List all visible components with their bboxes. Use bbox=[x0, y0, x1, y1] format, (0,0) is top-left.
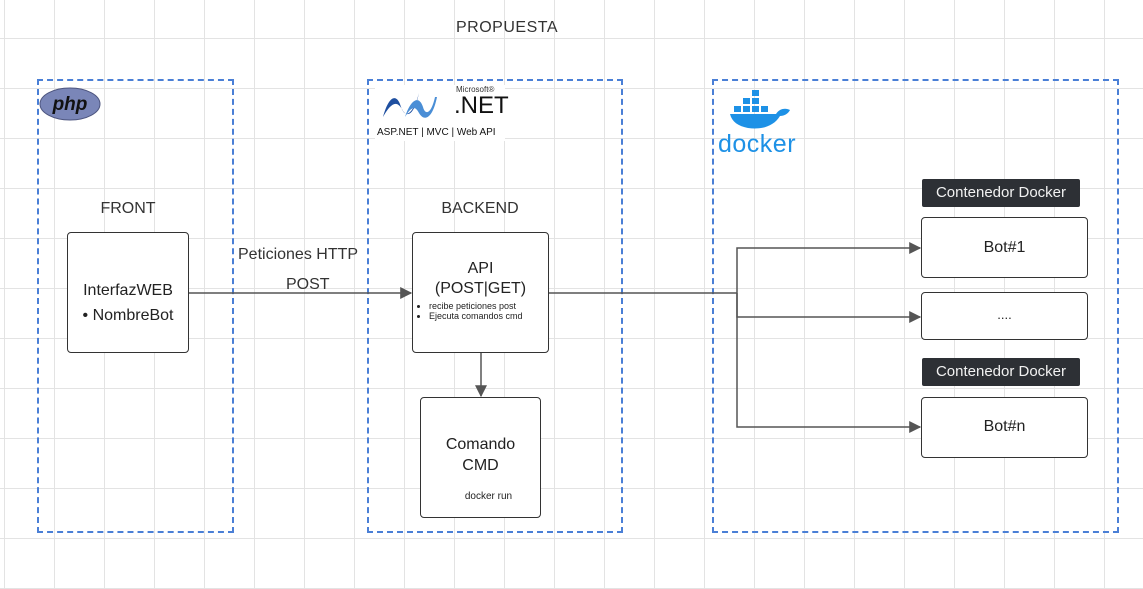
bullet-dot: • bbox=[82, 307, 93, 324]
api-title-line2: (POST|GET) bbox=[434, 280, 527, 297]
api-bullet-item: Ejecuta comandos cmd bbox=[429, 311, 523, 321]
cmd-detail: docker run bbox=[464, 491, 513, 502]
cmd-title-line2: CMD bbox=[462, 457, 499, 474]
api-bullet-item: recibe peticiones post bbox=[429, 301, 523, 311]
bot-1-box: Bot#1 bbox=[921, 217, 1088, 278]
php-logo-text: php bbox=[52, 94, 88, 115]
diagram-title: PROPUESTA bbox=[456, 19, 558, 36]
api-bullets: recibe peticiones post Ejecuta comandos … bbox=[415, 301, 523, 321]
interfaz-web-box: InterfazWEB • NombreBot bbox=[67, 232, 189, 353]
backend-region bbox=[367, 79, 623, 533]
bot-n-label: Bot#n bbox=[983, 418, 1026, 435]
interfaz-web-bullet: NombreBot bbox=[92, 307, 174, 324]
http-method-label: POST bbox=[286, 276, 330, 293]
docker-logo-text: docker bbox=[718, 130, 797, 158]
api-title-line1: API bbox=[467, 260, 494, 277]
container-tag-2: Contenedor Docker bbox=[922, 358, 1080, 386]
backend-heading: BACKEND bbox=[441, 200, 519, 217]
interfaz-web-bullet-row: • NombreBot bbox=[68, 307, 188, 325]
api-box: API (POST|GET) recibe peticiones post Ej… bbox=[412, 232, 549, 353]
to-botn-arrow bbox=[736, 293, 922, 433]
php-logo: php bbox=[39, 87, 101, 121]
interfaz-web-title: InterfazWEB bbox=[83, 282, 173, 299]
dotnet-logo: Microsoft® .NET ASP.NET | MVC | Web API bbox=[375, 85, 509, 141]
cmd-box: Comando CMD docker run bbox=[420, 397, 541, 518]
docker-logo: docker bbox=[718, 88, 798, 158]
container-tag-1: Contenedor Docker bbox=[922, 179, 1080, 207]
front-heading: FRONT bbox=[100, 200, 156, 217]
bot-1-label: Bot#1 bbox=[983, 239, 1026, 256]
front-region bbox=[37, 79, 234, 533]
dotnet-logo-brand-small: Microsoft® bbox=[456, 85, 495, 94]
bot-n-box: Bot#n bbox=[921, 397, 1088, 458]
to-bot1-arrow bbox=[736, 242, 922, 293]
to-botmid-arrow bbox=[736, 293, 922, 323]
docker-region bbox=[712, 79, 1119, 533]
dotnet-logo-caption: ASP.NET | MVC | Web API bbox=[377, 127, 496, 138]
cmd-title-line1: Comando bbox=[445, 436, 516, 453]
http-request-label: Peticiones HTTP bbox=[238, 246, 359, 263]
bot-mid-box: .... bbox=[921, 292, 1088, 340]
bot-mid-label: .... bbox=[997, 307, 1012, 322]
dotnet-logo-brand: .NET bbox=[454, 92, 509, 119]
